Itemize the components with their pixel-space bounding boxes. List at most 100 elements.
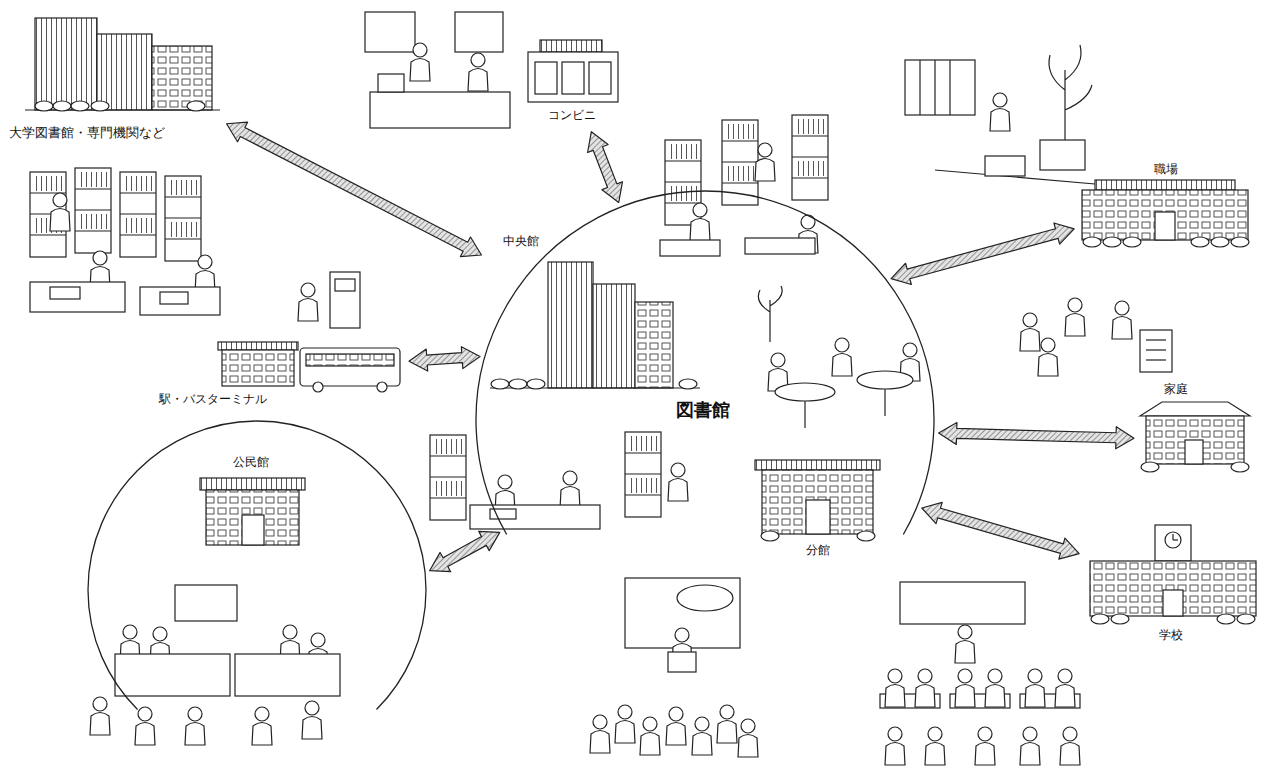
node-label: 中央館	[502, 234, 540, 250]
ticket-kiosk	[298, 272, 360, 328]
school-building	[1173, 539, 1178, 540]
community-center-building	[200, 478, 305, 545]
convenience-store-building	[562, 62, 584, 94]
convenience-store-interior	[365, 12, 510, 128]
library-reading-room	[668, 463, 688, 501]
branch-library-building	[857, 531, 875, 541]
university-reading-room	[30, 282, 125, 312]
station-and-bus	[377, 382, 387, 392]
family-scene	[1038, 338, 1058, 376]
library-cafe	[775, 383, 835, 401]
double-arrow	[409, 347, 480, 371]
school-building	[1111, 614, 1129, 624]
central-library-building	[593, 284, 635, 388]
house-building	[1146, 416, 1244, 464]
central-library-building	[679, 379, 697, 389]
family-scene	[1065, 298, 1085, 336]
node-label: 学校	[1158, 628, 1184, 644]
node-label: 図書館	[675, 398, 731, 421]
office-worker	[985, 156, 1025, 176]
workplace-building	[1211, 237, 1229, 247]
node-label: 職場	[1153, 162, 1179, 178]
convenience-store-interior	[370, 92, 510, 128]
workplace-building	[1082, 180, 1249, 247]
node-label: 公民館	[232, 455, 270, 471]
classroom-scene	[975, 727, 995, 765]
storytelling-scene	[640, 717, 660, 755]
family-scene	[1146, 339, 1166, 340]
central-library-building	[509, 379, 527, 389]
convenience-store-interior	[468, 53, 488, 91]
ticket-kiosk	[335, 279, 355, 291]
university-reading-room	[75, 168, 111, 253]
school-building	[1091, 614, 1109, 624]
region-outline	[87, 420, 427, 760]
school-building	[1163, 590, 1183, 616]
classroom-scene	[985, 669, 1005, 707]
central-library-building	[490, 262, 700, 389]
convenience-store-building	[589, 62, 611, 94]
house-building	[1231, 462, 1249, 472]
office-worker	[949, 60, 950, 115]
classroom-scene	[900, 582, 1025, 624]
community-center-building	[200, 478, 305, 490]
station-and-bus	[218, 342, 400, 392]
library-reading-room	[430, 435, 466, 520]
library-cafe	[758, 286, 920, 428]
library-stacks	[660, 240, 720, 256]
double-arrow	[922, 502, 1079, 559]
university-buildings	[53, 101, 71, 111]
university-reading-room	[160, 292, 188, 304]
classroom-scene	[925, 727, 945, 765]
workplace-building	[1123, 237, 1141, 247]
library-reading-room	[470, 505, 600, 529]
branch-library-building	[806, 500, 830, 534]
university-reading-room	[140, 287, 220, 315]
station-and-bus	[306, 354, 394, 366]
workplace-building	[1155, 212, 1175, 240]
convenience-store-building	[535, 62, 557, 94]
classroom-scene	[955, 669, 975, 707]
university-buildings	[35, 18, 97, 110]
illustration	[25, 12, 1256, 765]
meeting-scene	[90, 585, 340, 745]
house-building	[1140, 402, 1250, 416]
convenience-store-building	[540, 40, 602, 52]
university-reading-room	[50, 287, 80, 299]
community-center-building	[206, 490, 299, 545]
office-worker	[905, 45, 1095, 184]
station-and-bus	[313, 382, 323, 392]
storytelling-scene	[615, 705, 635, 743]
branch-library-building	[755, 460, 880, 541]
classroom-scene	[1055, 669, 1075, 707]
university-buildings	[25, 18, 220, 111]
office-worker	[1040, 140, 1085, 170]
school: 学校	[1083, 515, 1263, 650]
university-reading-room	[120, 172, 156, 257]
library-cafe	[804, 401, 805, 428]
home: 家庭	[1138, 380, 1253, 475]
family-scene	[1020, 298, 1172, 376]
double-arrow	[227, 122, 482, 256]
university-buildings	[91, 101, 109, 111]
node-label: 駅・バスターミナル	[158, 392, 268, 408]
region-arc	[88, 421, 426, 710]
school-building	[1172, 534, 1173, 540]
library-cafe	[884, 389, 885, 416]
family-scene	[1140, 330, 1172, 372]
station-and-bus	[222, 350, 294, 386]
convenience-store-interior	[455, 12, 503, 52]
house-building	[1140, 402, 1250, 472]
classroom-scene	[1020, 727, 1040, 765]
meeting-scene	[252, 707, 272, 745]
node-label: コンビニ	[547, 108, 597, 123]
university-buildings	[187, 101, 205, 111]
classroom-scene	[885, 727, 905, 765]
school-building	[1155, 525, 1191, 561]
central-library-building	[548, 262, 593, 388]
node-label: 家庭	[1163, 382, 1189, 398]
library-stacks	[792, 115, 828, 200]
